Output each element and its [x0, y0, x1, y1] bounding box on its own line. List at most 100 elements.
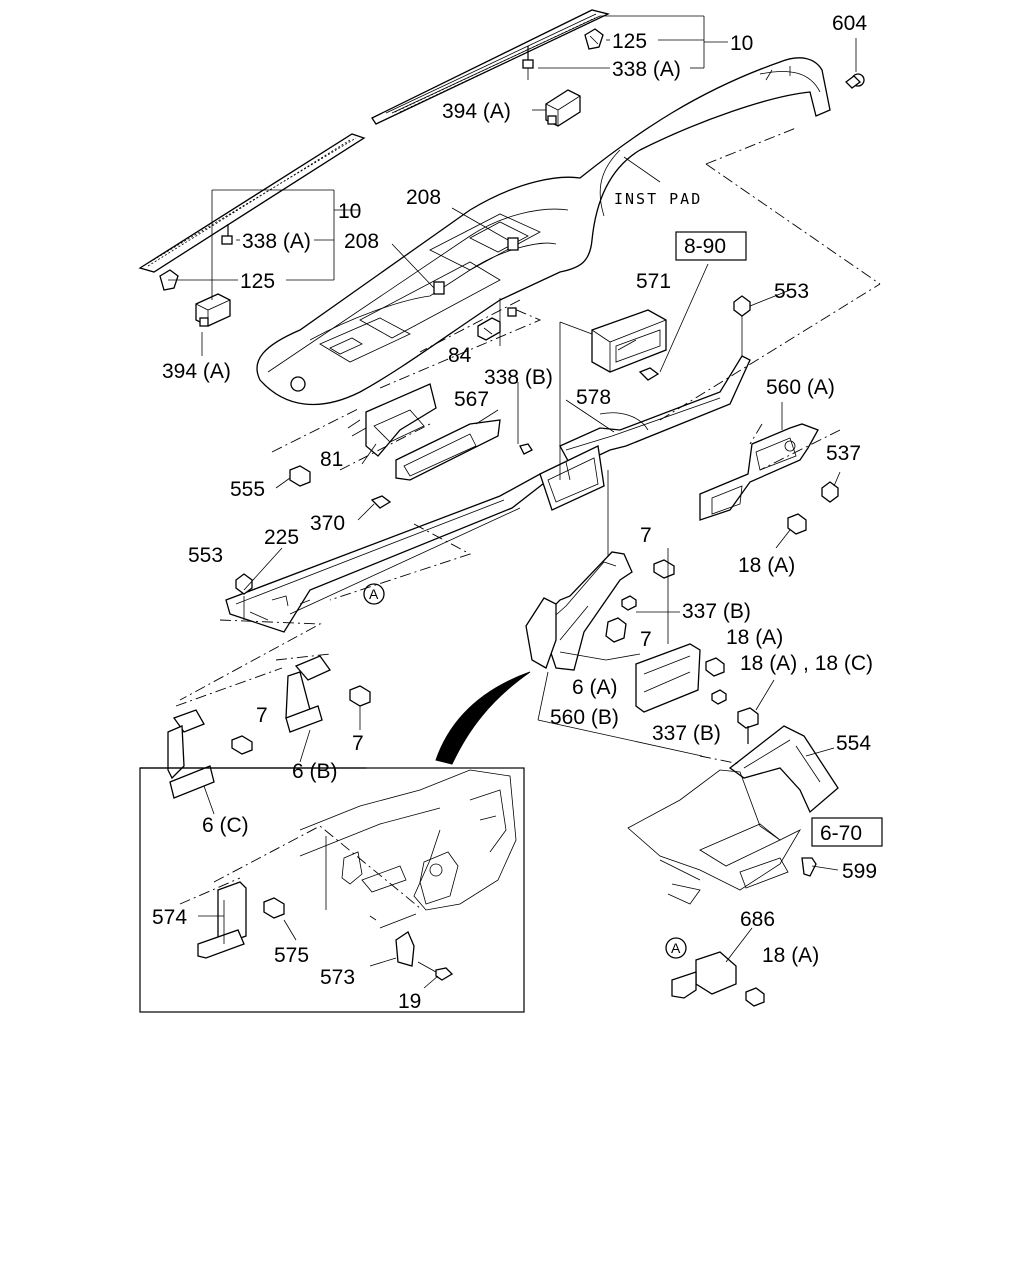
- callout-6c: 6 (C): [202, 814, 249, 837]
- screw-338b: [517, 382, 533, 455]
- bracket-81: [347, 383, 437, 457]
- bolt-18a-18c: [737, 707, 759, 744]
- bracket-6b: [285, 655, 331, 733]
- bracket-394a-left: [195, 293, 231, 327]
- callout-7-left2: 7: [352, 732, 364, 755]
- callout-370: 370: [310, 512, 345, 535]
- box-bracket-under: [539, 445, 605, 511]
- callout-338a-top: 338 (A): [612, 58, 681, 81]
- callout-394a-top: 394 (A): [442, 100, 511, 123]
- callout-7-right: 7: [640, 628, 652, 651]
- trim-567: [395, 419, 501, 481]
- callout-537: 537: [826, 442, 861, 465]
- ref-a2-circle: [665, 937, 687, 959]
- callout-560a: 560 (A): [766, 376, 835, 399]
- callout-208-b: 208: [344, 230, 379, 253]
- callout-81: 81: [320, 448, 343, 471]
- ref-a-circle: [363, 583, 385, 605]
- bracket-560b: [635, 643, 701, 713]
- callout-6b: 6 (B): [292, 760, 338, 783]
- callout-573: 573: [320, 966, 355, 989]
- callout-125-top: 125: [612, 30, 647, 53]
- clip-84: [477, 317, 501, 341]
- bracket-6c: [167, 709, 215, 799]
- detail-arrow: [435, 671, 531, 765]
- bracket-560a: [699, 423, 819, 521]
- callout-18a-3: 18 (A): [762, 944, 819, 967]
- callout-554: 554: [836, 732, 871, 755]
- callout-338a-left: 338 (A): [242, 230, 311, 253]
- callout-125-left: 125: [240, 270, 275, 293]
- callout-10-top: 10: [730, 32, 753, 55]
- nut-337b-1: [621, 595, 637, 611]
- callout-18a-1: 18 (A): [738, 554, 795, 577]
- bracket-686: [671, 951, 737, 999]
- callout-8-90: 8-90: [684, 235, 726, 258]
- bolt-7-mid: [653, 559, 675, 579]
- ref-a-letter: A: [369, 586, 379, 602]
- callout-7-mid: 7: [640, 524, 652, 547]
- defroster-grille-left: [138, 133, 366, 273]
- callout-225: 225: [264, 526, 299, 549]
- callout-555: 555: [230, 478, 265, 501]
- screw-571: [638, 367, 660, 381]
- bracket-6a-left-tab: [525, 597, 557, 669]
- callout-6-70: 6-70: [820, 822, 862, 845]
- floor-structure: [627, 769, 802, 905]
- callout-686: 686: [740, 908, 775, 931]
- bolt-18a-3: [745, 987, 765, 1007]
- unit-571: [591, 309, 667, 373]
- bracket-6a: [539, 551, 633, 671]
- bolt-18a-2: [705, 657, 725, 677]
- brace-554: [728, 725, 839, 814]
- bolt-18a-1: [787, 513, 807, 535]
- inst-pad-label: INST PAD: [614, 190, 702, 208]
- bolt-7-left: [349, 685, 371, 707]
- callout-578: 578: [576, 386, 611, 409]
- callout-574: 574: [152, 906, 187, 929]
- callout-560b: 560 (B): [550, 706, 619, 729]
- callout-18a-18c: 18 (A) , 18 (C): [740, 652, 873, 675]
- clip-125-top: [584, 28, 604, 50]
- callout-84: 84: [448, 344, 472, 367]
- callout-394a-left: 394 (A): [162, 360, 231, 383]
- callout-208-a: 208: [406, 186, 441, 209]
- callout-553-top: 553: [774, 280, 809, 303]
- callout-604: 604: [832, 12, 867, 35]
- screw-555: [289, 465, 311, 487]
- instrument-pad: [256, 57, 831, 406]
- bolt-7-left2: [231, 735, 253, 755]
- callout-575: 575: [274, 944, 309, 967]
- callout-6a: 6 (A): [572, 676, 618, 699]
- screw-338a-top: [522, 46, 534, 80]
- bolt-7-right: [605, 617, 627, 643]
- knob-604: [845, 38, 865, 89]
- callout-337b-1: 337 (B): [682, 600, 751, 623]
- clip-599: [801, 857, 817, 877]
- callout-553-left: 553: [188, 544, 223, 567]
- callout-571: 571: [636, 270, 671, 293]
- screw-338a-left: [221, 224, 233, 245]
- callout-10-left: 10: [338, 200, 361, 223]
- callout-19: 19: [398, 990, 421, 1013]
- ref-box-6-70: [811, 817, 883, 847]
- callout-599: 599: [842, 860, 877, 883]
- nut-553-left: [235, 573, 253, 620]
- callout-7-left: 7: [256, 704, 268, 727]
- nut-337b-2: [711, 689, 727, 705]
- nut-537: [821, 481, 839, 503]
- callout-18a-2: 18 (A): [726, 626, 783, 649]
- callout-337b-2: 337 (B): [652, 722, 721, 745]
- callout-567: 567: [454, 388, 489, 411]
- screw-370: [370, 495, 392, 509]
- ref-a2-letter: A: [671, 940, 681, 956]
- detail-box: [139, 767, 525, 1013]
- bracket-225: [225, 473, 550, 633]
- ref-box-8-90: [675, 231, 747, 261]
- callout-338b: 338 (B): [484, 366, 553, 389]
- defroster-grille-upper: [371, 9, 610, 125]
- bracket-394a-top: [545, 89, 581, 127]
- nut-553-top: [733, 295, 751, 356]
